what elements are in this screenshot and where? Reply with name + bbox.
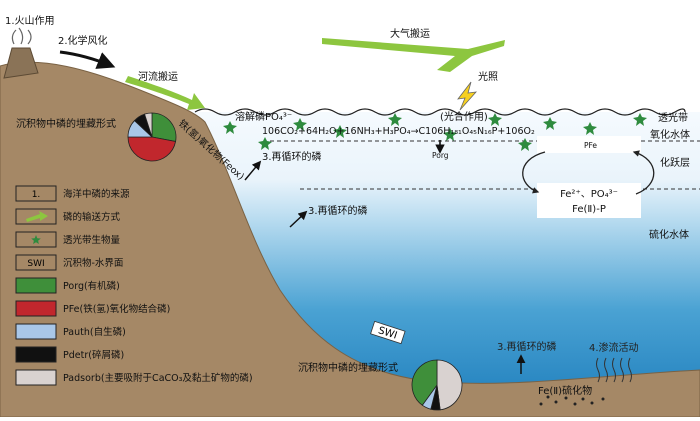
fe-sulfide-particles [539, 395, 605, 406]
plankton-icon [258, 137, 272, 150]
oxic-water-label: 氧化水体 [650, 128, 690, 141]
recycle-label-3: 3.再循环的磷 [497, 340, 557, 353]
legend-label: PFe(铁(氢)氧化物结合磷) [63, 303, 170, 315]
active-layer-label: 化跃层 [660, 156, 690, 169]
legend-symbol-text: 1. [32, 190, 41, 200]
pie-slice-padsorb [144, 112, 153, 138]
water-surface [194, 108, 686, 116]
legend-swatch [15, 185, 57, 202]
photic-zone-label: 透光带 [658, 111, 688, 124]
cycle-arrow-right [632, 150, 655, 195]
smoke-icon [11, 27, 32, 45]
light-icon [457, 81, 478, 111]
weathering-arrow [59, 50, 116, 69]
fe-p-box [537, 183, 641, 218]
plankton-icon [388, 113, 402, 126]
plankton-icon [333, 125, 347, 138]
pie-slice-padsorb [436, 359, 463, 411]
volcanism-label: 1.火山作用 [5, 15, 55, 27]
plankton-icon [443, 128, 457, 141]
plankton-group [223, 113, 647, 151]
legend-label: Padsorb(主要吸附于CaCO₃及黏土矿物的磷) [63, 372, 253, 384]
sediment-land [0, 61, 700, 418]
recycle-label-2: 3.再循环的磷 [308, 204, 368, 217]
plankton-icon [488, 113, 502, 126]
sulfidic-water-label: 硫化水体 [649, 228, 689, 241]
pie-slice-pfe [127, 136, 177, 162]
legend-label: 海洋中磷的来源 [63, 188, 130, 200]
weathering-label: 2.化学风化 [58, 34, 108, 47]
legend-swatch [15, 300, 57, 317]
pie-top [127, 112, 177, 162]
legend-transport-arrow-icon [26, 211, 48, 222]
light-label: 光照 [478, 70, 498, 83]
swi-tag [370, 320, 406, 345]
plankton-icon [583, 122, 597, 135]
pie-slice-porg [411, 359, 438, 406]
porg-label: Porg [432, 151, 449, 160]
legend-swatch [15, 369, 57, 386]
photosynthesis-label: (光合作用) [440, 110, 488, 123]
legend-swatch [15, 346, 57, 363]
legend-label: Porg(有机磷) [63, 280, 120, 292]
river-label: 河流搬运 [138, 70, 178, 83]
legend-label: Pauth(自生磷) [63, 326, 126, 338]
pie-slice-porg [151, 112, 177, 142]
plankton-icon [293, 118, 307, 131]
seepage-icon [596, 357, 632, 383]
burial-label-bottom: 沉积物中磷的埋藏形式 [298, 361, 398, 374]
photosynthesis-equation: 106CO₂+64H₂O+16NH₃+H₃PO₄→C106H₁₈₁O₄₅N₁₆P… [262, 126, 535, 137]
fe2-sulfide-label: Fe(Ⅱ)硫化物 [538, 384, 592, 397]
legend-symbol-text: SWI [27, 259, 44, 269]
recycle-label-1: 3.再循环的磷 [262, 150, 322, 163]
legend-label: 透光带生物量 [63, 234, 121, 246]
legend-label: 沉积物-水界面 [63, 257, 123, 269]
legend-label: Pdetr(碎屑磷) [63, 349, 124, 361]
pie-bottom [411, 359, 463, 411]
fe2p-label: Fe(Ⅱ)-P [572, 204, 606, 215]
pfe-box [537, 136, 641, 153]
plankton-icon [518, 138, 532, 151]
atmospheric-label: 大气搬运 [390, 27, 430, 40]
plankton-icon [543, 117, 557, 130]
cycle-arrow-left [522, 151, 546, 194]
atmospheric-transport-arrow [322, 38, 505, 72]
legend-label: 磷的输送方式 [63, 211, 121, 223]
seepage-label: 4.渗流活动 [589, 341, 639, 354]
recycle-arrow-2 [289, 210, 308, 228]
recycle-arrow-1 [244, 160, 262, 181]
plankton-icon [223, 121, 237, 134]
pfe-label: PFe [584, 141, 597, 150]
legend-plankton-icon [31, 235, 41, 244]
fe-po4-label: Fe²⁺、PO₄³⁻ [560, 189, 618, 200]
legend-swatch [15, 323, 57, 340]
volcano-icon [3, 47, 39, 79]
burial-label-top: 沉积物中磷的埋藏形式 [16, 117, 116, 130]
plankton-icon [633, 113, 647, 126]
legend-swatch [15, 254, 57, 271]
river-transport-arrow [125, 76, 205, 110]
legend-swatch [15, 277, 57, 294]
dissolved-p-label: 溶解磷PO₄³⁻ [235, 110, 292, 123]
